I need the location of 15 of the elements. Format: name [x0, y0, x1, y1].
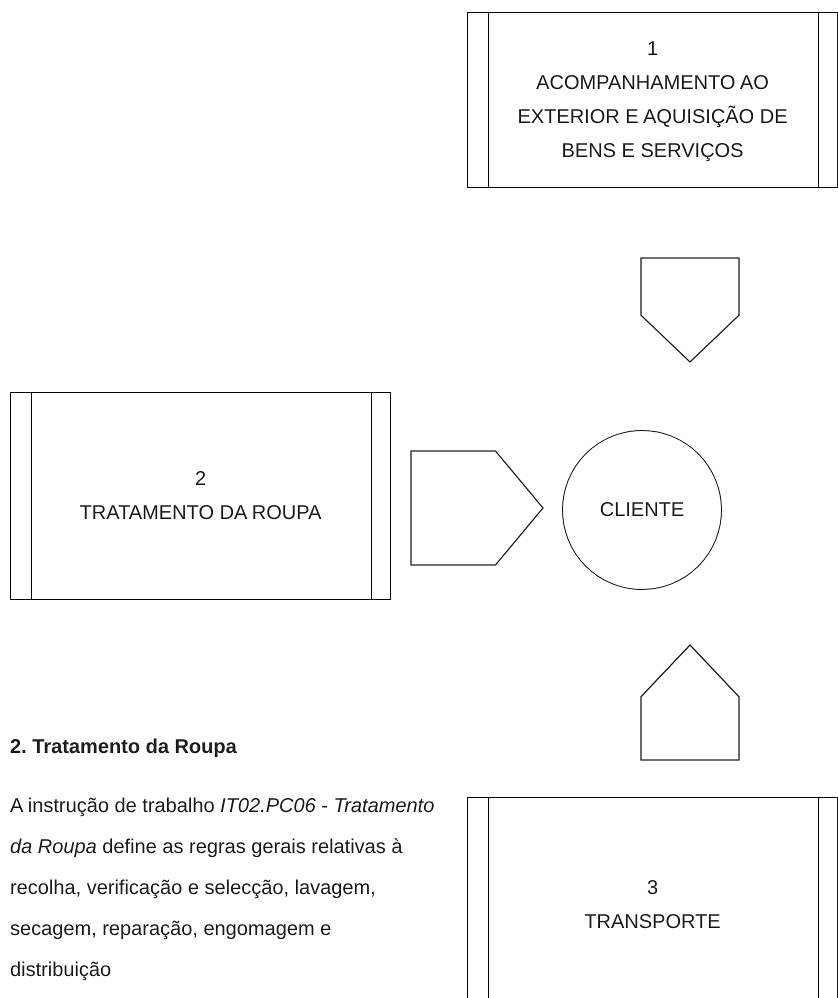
block-arrow	[410, 450, 544, 566]
node-label: CLIENTE	[598, 498, 686, 523]
section-heading: 2. Tratamento da Roupa	[10, 735, 237, 760]
step-number: 1	[646, 37, 660, 62]
block-arrow	[640, 257, 740, 363]
process-box	[467, 797, 838, 998]
paragraph: A instrução de trabalho IT02.PC06 - Tratamento da Roupa define as regras gerais relativas à recolha, verificação e selecção, lavagem, secagem, reparação, engomagem e distribuição	[10, 794, 435, 983]
block-arrow	[640, 644, 740, 761]
node-label: ACOMPANHAMENTO AO EXTERIOR E AQUISIÇÃO DE BENS E SERVIÇOS	[516, 71, 789, 164]
process-box	[10, 392, 391, 600]
process-box	[467, 12, 838, 188]
node-label: TRATAMENTO DA ROUPA	[78, 501, 322, 526]
step-number: 2	[194, 467, 208, 492]
node-label: TRANSPORTE	[583, 910, 722, 934]
step-number: 3	[646, 876, 660, 900]
